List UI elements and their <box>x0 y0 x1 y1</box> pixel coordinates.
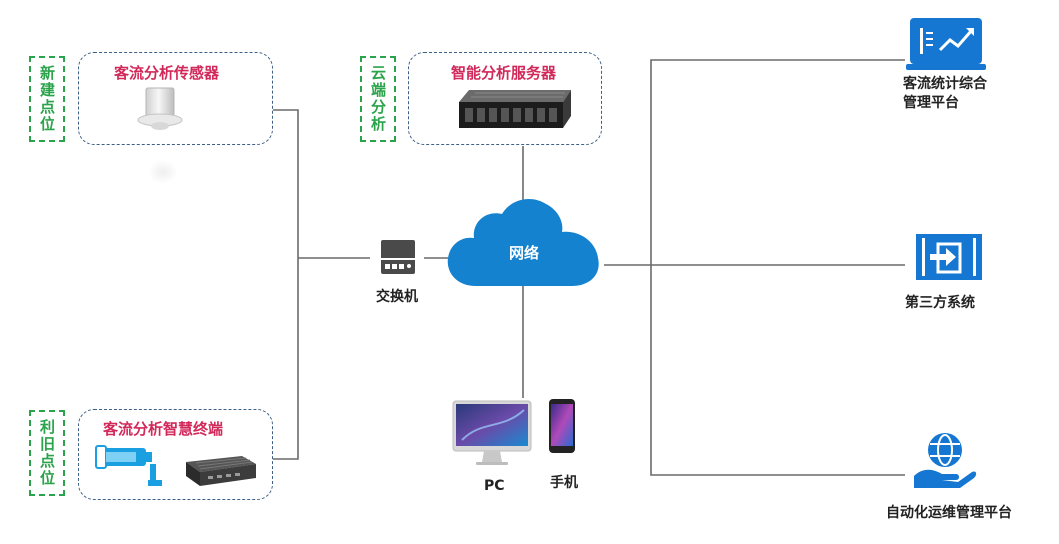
sensor-panel <box>78 52 273 145</box>
smartphone-icon <box>549 399 575 453</box>
cctv-camera-icon <box>95 445 162 486</box>
sensor-reflection <box>148 160 178 184</box>
analytics-laptop-icon <box>906 18 986 70</box>
people-counter-sensor-icon <box>137 87 183 130</box>
network-label: 网络 <box>509 244 540 262</box>
globe-hand-icon <box>914 433 977 488</box>
desktop-computer-icon <box>452 400 532 465</box>
tag-cloud-analysis: 云端分析 <box>360 56 396 142</box>
rack-server-icon <box>459 90 571 128</box>
pc-label: PC <box>484 478 505 494</box>
tag-reuse-site: 利旧点位 <box>29 410 65 496</box>
third-party-label: 第三方系统 <box>905 295 975 311</box>
switch-label: 交换机 <box>376 289 418 305</box>
stats-platform-label-line2: 管理平台 <box>903 95 959 111</box>
stats-platform-label-line1: 客流统计综合 <box>903 76 987 92</box>
network-switch-icon <box>381 240 415 274</box>
tag-new-site: 新建点位 <box>29 56 65 142</box>
terminal-panel-title: 客流分析智慧终端 <box>103 420 224 438</box>
server-panel-title: 智能分析服务器 <box>451 64 557 82</box>
server-panel <box>408 52 602 145</box>
terminal-panel <box>78 409 273 500</box>
gateway-door-icon <box>916 234 982 280</box>
network-cloud-icon <box>447 199 599 286</box>
ops-platform-label: 自动化运维管理平台 <box>886 505 1012 521</box>
phone-label: 手机 <box>550 475 578 491</box>
sensor-panel-title: 客流分析传感器 <box>114 64 220 82</box>
edge-box-icon <box>186 456 256 486</box>
